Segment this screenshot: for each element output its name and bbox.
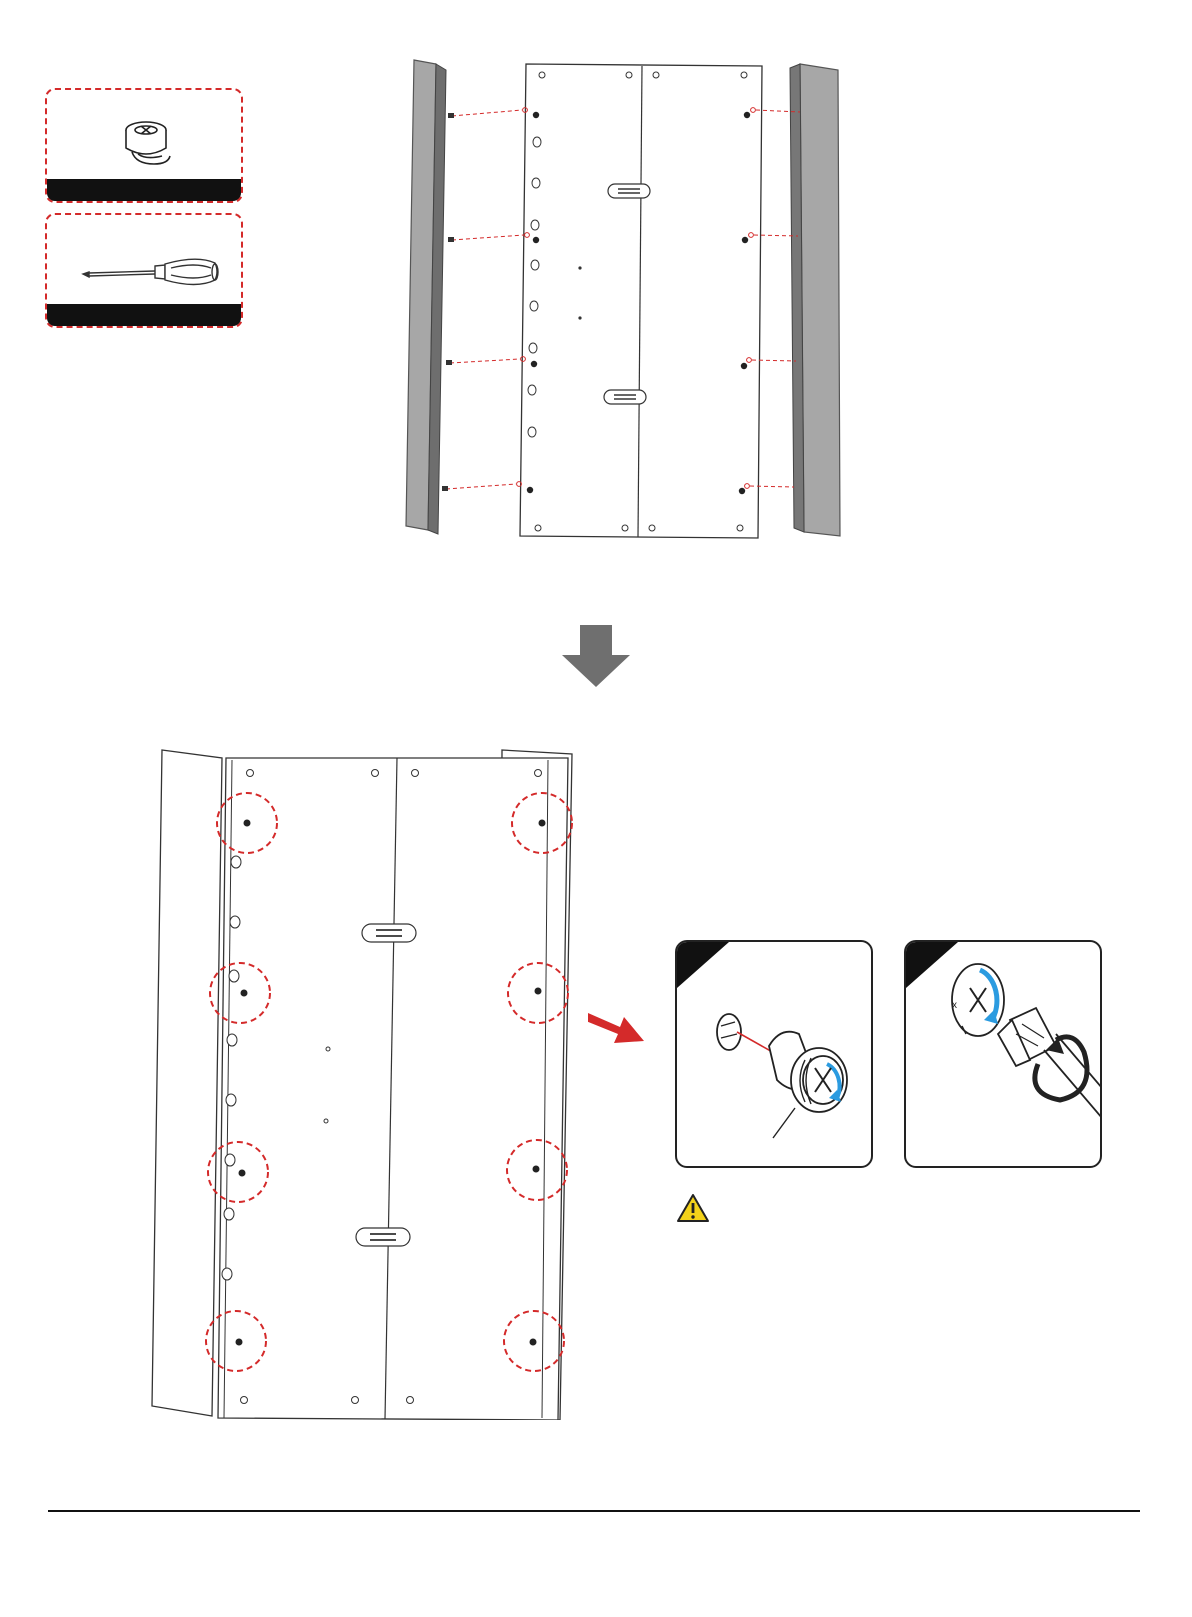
part-card-label-bar [47, 304, 241, 326]
assembled-cabinet-diagram [140, 740, 600, 1420]
red-arrow-icon [588, 1005, 648, 1047]
step-card-insert-cam [675, 940, 873, 1168]
footer-rule [48, 1510, 1140, 1512]
right-side-panel [800, 64, 840, 536]
part-card-cam-lock [45, 88, 243, 203]
step-card-turn-screwdriver: x [904, 940, 1102, 1168]
down-arrow-icon [560, 625, 632, 689]
exploded-cabinet-diagram [380, 50, 860, 550]
back-panel [218, 758, 568, 1420]
screwdriver-turn-icon: x [906, 942, 1102, 1168]
part-card-label-bar [47, 179, 241, 201]
warning-icon [676, 1193, 710, 1223]
svg-text:x: x [952, 1000, 957, 1011]
left-side-panel [152, 750, 222, 1416]
cam-lock-insert-icon [677, 942, 873, 1168]
part-card-screwdriver [45, 213, 243, 328]
